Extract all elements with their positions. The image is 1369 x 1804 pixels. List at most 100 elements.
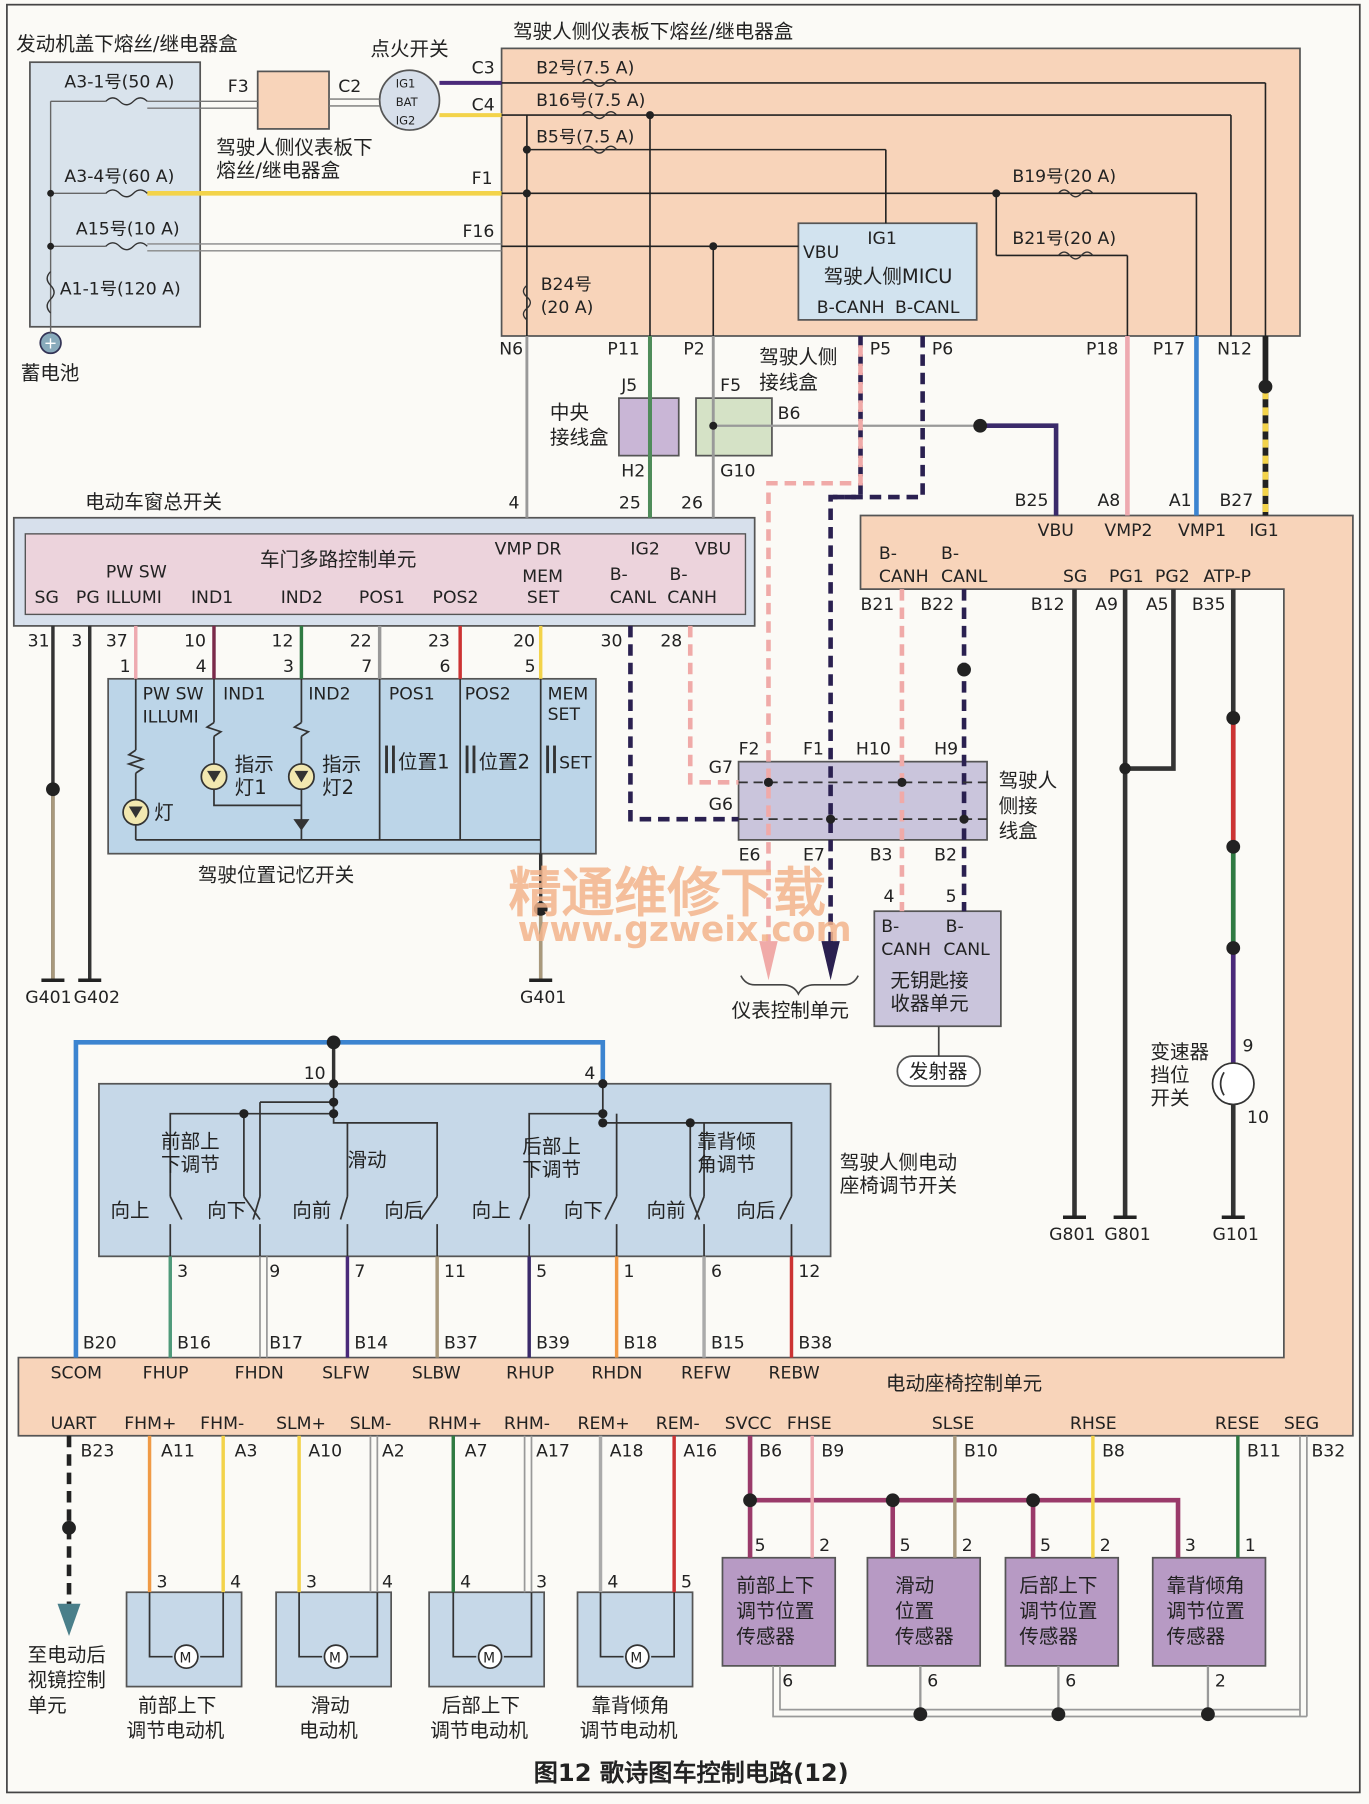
svg-text:B3: B3	[870, 846, 893, 866]
svg-text:B38: B38	[798, 1333, 832, 1353]
svg-text:B21: B21	[861, 595, 895, 615]
svg-text:A9: A9	[1095, 595, 1118, 615]
svg-text:B15: B15	[711, 1333, 745, 1353]
svg-text:B8: B8	[1102, 1442, 1125, 1462]
power-window-master-switch: 电动车窗总开关 车门多路控制单元	[12, 491, 756, 627]
memory-switch-internals	[126, 678, 542, 854]
svg-text:SCOM: SCOM	[51, 1363, 102, 1383]
svg-text:A11: A11	[161, 1442, 195, 1462]
svg-text:向前: 向前	[292, 1199, 331, 1222]
svg-text:前部上下: 前部上下	[736, 1574, 814, 1597]
svg-text:侧接: 侧接	[999, 794, 1038, 817]
svg-text:前部上: 前部上	[161, 1130, 220, 1153]
svg-text:B12: B12	[1031, 595, 1065, 615]
svg-text:A3-1号(50 A): A3-1号(50 A)	[64, 73, 174, 93]
svg-text:12: 12	[271, 632, 293, 652]
micu-canl: B-CANL	[895, 298, 960, 318]
svg-text:SET: SET	[559, 754, 592, 774]
svg-text:F3: F3	[228, 77, 249, 97]
svg-text:B21号(20 A): B21号(20 A)	[1012, 229, 1116, 249]
svg-text:B10: B10	[964, 1442, 998, 1462]
motor-rear-icon	[477, 1644, 503, 1670]
small-fuse-box: 驾驶人侧仪表板下 熔丝/继电器盒	[216, 70, 373, 182]
svg-text:7: 7	[361, 657, 372, 677]
driver-jbox-labels: F2 F1 H10 H9 G7 G6 E6 E7 B3 B2 4 5	[709, 740, 958, 907]
svg-text:B20: B20	[83, 1333, 117, 1353]
svg-text:P6: P6	[932, 339, 953, 359]
motor-slide	[275, 1591, 393, 1688]
svg-text:调节电动机: 调节电动机	[127, 1719, 225, 1742]
seat-adjust-switch: 驾驶人侧电动 座椅调节开关	[98, 1082, 957, 1258]
svg-text:传感器: 传感器	[895, 1625, 954, 1648]
svg-text:G801: G801	[1049, 1225, 1095, 1245]
svg-text:G10: G10	[720, 461, 755, 481]
hood-fuse-label: 发动机盖下熔丝/继电器盒	[16, 33, 238, 56]
svg-text:3: 3	[156, 1573, 167, 1593]
svg-text:CANH: CANH	[879, 567, 929, 587]
svg-text:位置1: 位置1	[398, 751, 450, 774]
svg-text:9: 9	[1242, 1037, 1253, 1057]
svg-text:B19号(20 A): B19号(20 A)	[1012, 167, 1116, 187]
svg-text:UART: UART	[51, 1414, 97, 1434]
svg-text:CANL: CANL	[941, 567, 988, 587]
svg-text:位置2: 位置2	[479, 751, 531, 774]
svg-text:调节位置: 调节位置	[1167, 1600, 1245, 1623]
svg-text:4: 4	[884, 887, 895, 907]
seat-ecu: 电动座椅控制单元	[17, 514, 1354, 1437]
svg-text:N6: N6	[499, 339, 523, 359]
svg-text:F5: F5	[720, 376, 741, 396]
svg-text:SLSE: SLSE	[932, 1414, 974, 1434]
motor-slide-icon	[323, 1644, 349, 1670]
svg-text:A7: A7	[465, 1442, 488, 1462]
svg-text:向后: 向后	[736, 1199, 775, 1222]
svg-text:FHDN: FHDN	[235, 1363, 284, 1383]
svg-text:IND2: IND2	[281, 588, 323, 608]
svg-text:A8: A8	[1098, 491, 1121, 511]
motor-labels: 3 4 3 4 4 3 4 5 前部上下 调节电动机 滑动 电动机 后部上下 调…	[127, 1573, 692, 1743]
sensor-slide	[866, 1556, 982, 1667]
svg-text:2: 2	[1215, 1672, 1226, 1692]
svg-text:4: 4	[382, 1573, 393, 1593]
svg-text:SET: SET	[527, 588, 560, 608]
svg-text:挡位: 挡位	[1150, 1063, 1189, 1086]
svg-text:向下: 向下	[564, 1199, 603, 1222]
svg-text:A17: A17	[536, 1442, 570, 1462]
svg-text:1: 1	[1245, 1536, 1256, 1556]
svg-text:FHM-: FHM-	[200, 1414, 244, 1434]
connector-labels: F3 C2 C3 C4 F1 F16 N6 P11 P2 P5 P6 P18 P…	[228, 59, 1253, 512]
svg-text:G402: G402	[74, 988, 120, 1008]
svg-text:1: 1	[624, 1262, 635, 1282]
svg-text:SET: SET	[548, 705, 581, 725]
svg-text:A3: A3	[235, 1442, 258, 1462]
seat-switch-internals	[169, 1083, 793, 1257]
svg-text:SEG: SEG	[1284, 1414, 1319, 1434]
svg-text:下调节: 下调节	[161, 1153, 220, 1176]
svg-text:至电动后: 至电动后	[28, 1643, 106, 1666]
svg-text:向前: 向前	[647, 1199, 686, 1222]
svg-text:31: 31	[28, 632, 50, 652]
svg-text:DR: DR	[536, 540, 561, 560]
svg-text:B16号(7.5 A): B16号(7.5 A)	[536, 91, 645, 111]
memory-switch-labels: PW SW ILLUMI IND1 IND2 POS1 POS2 MEM SET…	[143, 685, 592, 825]
svg-text:G401: G401	[520, 988, 566, 1008]
svg-text:IG1: IG1	[396, 77, 416, 91]
svg-text:F16: F16	[462, 222, 494, 242]
svg-text:RESE: RESE	[1215, 1414, 1260, 1434]
svg-text:5: 5	[536, 1262, 547, 1282]
svg-text:滑动: 滑动	[347, 1149, 386, 1172]
svg-text:J5: J5	[620, 376, 637, 396]
pw-master-label: 电动车窗总开关	[85, 491, 222, 514]
motor-front-icon	[174, 1644, 199, 1670]
svg-text:发射器: 发射器	[909, 1060, 968, 1083]
svg-text:滑动: 滑动	[895, 1574, 934, 1597]
dash-fuse-label: 驾驶人侧仪表板下熔丝/继电器盒	[513, 20, 794, 43]
svg-text:5: 5	[946, 887, 957, 907]
svg-text:3: 3	[71, 632, 82, 652]
svg-text:SG: SG	[1063, 567, 1087, 587]
svg-text:SLM+: SLM+	[276, 1414, 326, 1434]
svg-text:滑动: 滑动	[311, 1694, 350, 1717]
svg-text:线盒: 线盒	[999, 820, 1039, 843]
sensor-front	[721, 1556, 837, 1667]
svg-text:A2: A2	[382, 1442, 405, 1462]
svg-text:REBW: REBW	[768, 1363, 819, 1383]
